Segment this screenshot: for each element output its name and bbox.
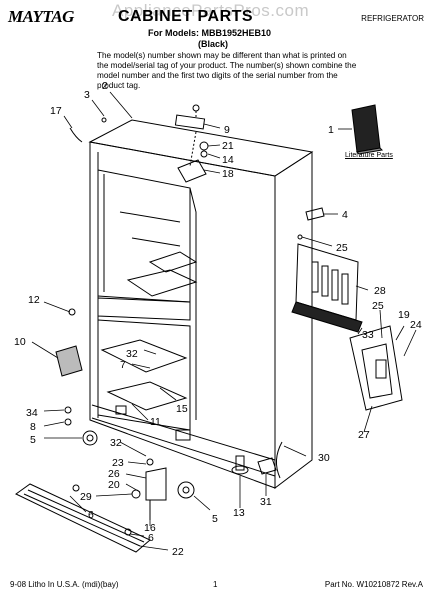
callout: 30 — [318, 452, 330, 464]
callout: 27 — [358, 429, 370, 441]
callout: 29 — [80, 491, 92, 503]
callout: 2 — [102, 80, 108, 92]
callout: 23 — [112, 457, 124, 469]
screw-34 — [64, 406, 72, 414]
lower-hinge — [131, 458, 167, 520]
roller-left — [82, 430, 98, 446]
callout: 19 — [398, 309, 410, 321]
callout: 24 — [410, 319, 422, 331]
roller-right — [177, 481, 195, 499]
hinge-screw — [101, 117, 107, 123]
callout: 4 — [342, 209, 348, 221]
callout: 20 — [108, 479, 120, 491]
callout: 3 — [84, 89, 90, 101]
models-line: For Models: MBB1952HEB10 — [148, 28, 272, 38]
page-title: CABINET PARTS — [118, 8, 254, 25]
callout: 12 — [28, 294, 40, 306]
callout: 8 — [30, 421, 36, 433]
callout: 13 — [233, 507, 245, 519]
appliance-type: REFRIGERATOR — [361, 14, 424, 23]
callout: 21 — [222, 140, 234, 152]
left-bracket — [55, 345, 83, 377]
side-screw — [297, 234, 303, 240]
callout: 6 — [148, 532, 154, 544]
callout-numbers: 2 3 17 9 21 14 18 1 4 25 12 28 10 25 19 … — [14, 80, 422, 558]
footer-litho: 9-08 Litho In U.S.A. (mdi)(bay) — [10, 580, 119, 589]
callout: 32 — [126, 348, 138, 360]
water-tube — [276, 441, 283, 479]
part-number: Part No. W10210872 Rev.A — [324, 580, 423, 589]
kick-plate — [15, 483, 151, 553]
brand-logo: MAYTAG — [8, 7, 74, 26]
watermark: AppliancePartsPros.com — [112, 1, 310, 20]
callout: 7 — [120, 359, 126, 371]
callout: 5 — [30, 434, 36, 446]
callout: 11 — [150, 416, 161, 428]
callout: 6 — [88, 509, 94, 521]
leader-lines — [31, 91, 417, 551]
callout: 16 — [144, 522, 156, 534]
callout: 22 — [172, 546, 184, 558]
callout: 25 — [372, 300, 384, 312]
trim-strip — [291, 301, 363, 333]
callout: 1 — [328, 124, 334, 136]
clip-31 — [257, 457, 277, 475]
callout: 15 — [176, 403, 188, 415]
callout: 10 — [14, 336, 26, 348]
callout: 25 — [336, 242, 348, 254]
control-housing — [349, 325, 403, 411]
callout: 33 — [362, 329, 374, 341]
screw-8 — [64, 418, 72, 426]
callout: 5 — [212, 513, 218, 525]
callout: 17 — [50, 105, 62, 117]
callout: 14 — [222, 154, 234, 166]
literature-booklet — [351, 104, 384, 155]
tube — [69, 127, 83, 143]
callout: 28 — [374, 285, 386, 297]
callout: 32 — [110, 437, 122, 449]
callout: 26 — [108, 468, 120, 480]
side-pad — [305, 207, 325, 221]
top-hinge — [174, 104, 209, 183]
cabinet-body — [88, 119, 314, 490]
callout: 34 — [26, 407, 38, 419]
callout: 31 — [260, 496, 272, 508]
callout: 18 — [222, 168, 234, 180]
page-number: 1 — [213, 580, 218, 589]
color-label: (Black) — [198, 39, 229, 49]
literature-parts-label: Literature Parts — [345, 152, 393, 159]
leveler-foot — [231, 455, 249, 475]
model-note: The model(s) number shown may be differe… — [97, 51, 357, 90]
callout: 9 — [224, 124, 230, 136]
